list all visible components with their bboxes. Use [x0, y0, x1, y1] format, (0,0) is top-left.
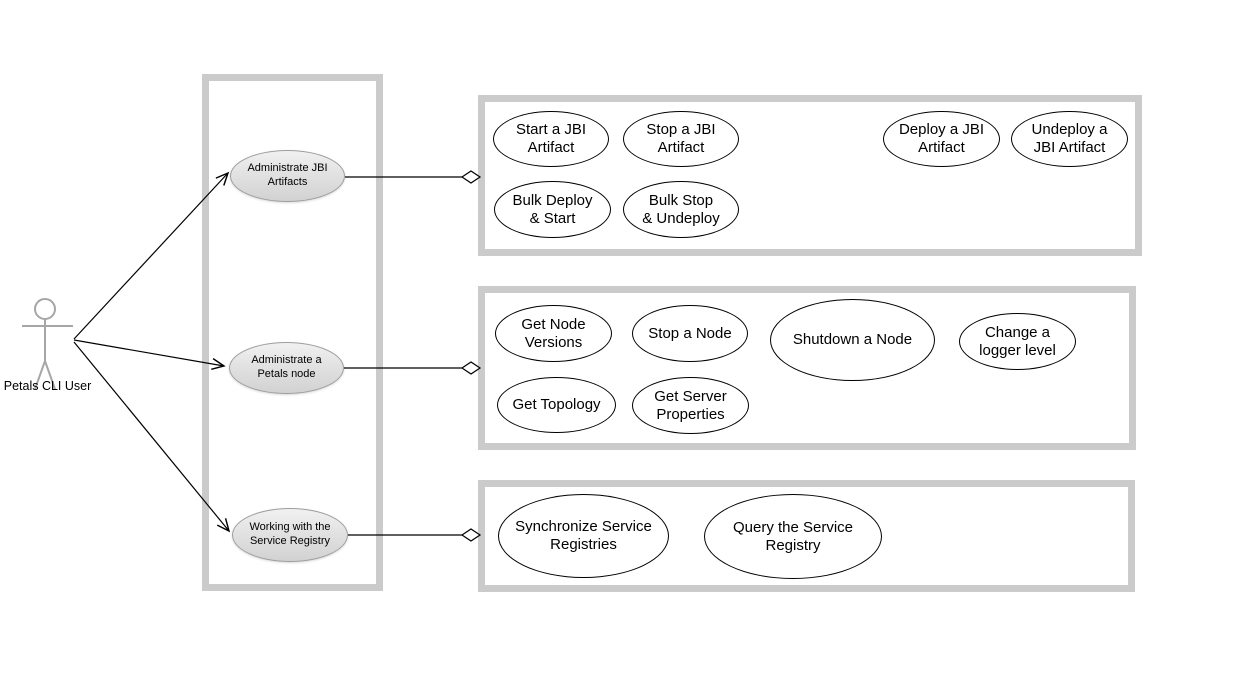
usecase-administrate-jbi-artifacts: Administrate JBI Artifacts	[230, 150, 345, 202]
aggregation-diamond-icon	[460, 170, 482, 184]
usecase-label: Administrate a Petals node	[251, 354, 322, 380]
usecase-label: Working with the Service Registry	[249, 521, 331, 547]
usecase-bulk-stop-undeploy: Bulk Stop & Undeploy	[623, 181, 739, 238]
usecase-shutdown-a-node: Shutdown a Node	[770, 299, 935, 381]
usecase-stop-a-node: Stop a Node	[632, 305, 748, 362]
usecase-change-logger-level: Change a logger level	[959, 313, 1076, 370]
usecase-label: Shutdown a Node	[792, 331, 913, 349]
usecase-start-jbi-artifact: Start a JBI Artifact	[493, 111, 609, 167]
association-actor-registry	[73, 341, 231, 533]
system-boundary-petals-node	[478, 286, 1136, 450]
aggregation-diamond-icon	[460, 361, 482, 375]
usecase-label: Get Topology	[512, 396, 601, 414]
usecase-label: Start a JBI Artifact	[515, 121, 587, 156]
usecase-bulk-deploy-start: Bulk Deploy & Start	[494, 181, 611, 238]
usecase-get-node-versions: Get Node Versions	[495, 305, 612, 362]
usecase-label: Synchronize Service Registries	[515, 518, 652, 553]
usecase-label: Deploy a JBI Artifact	[898, 121, 985, 156]
usecase-get-topology: Get Topology	[497, 377, 616, 433]
usecase-label: Administrate JBI Artifacts	[247, 162, 328, 188]
usecase-synchronize-service-registries: Synchronize Service Registries	[498, 494, 669, 578]
association-actor-jbi	[73, 171, 230, 340]
actor-head-icon	[34, 298, 56, 320]
usecase-label: Stop a JBI Artifact	[646, 121, 716, 156]
aggregation-diamond-icon	[460, 528, 482, 542]
usecase-get-server-properties: Get Server Properties	[632, 377, 749, 434]
association-actor-node	[73, 339, 226, 370]
usecase-label: Change a logger level	[979, 323, 1056, 359]
usecase-label: Query the Service Registry	[732, 518, 854, 554]
actor-figure	[22, 298, 73, 390]
usecase-label: Get Node Versions	[521, 315, 586, 351]
actor-right-leg	[44, 360, 56, 390]
usecase-label: Bulk Stop & Undeploy	[642, 191, 720, 227]
actor-left-leg	[34, 360, 46, 390]
system-boundary-service-registry	[478, 480, 1135, 592]
usecase-administrate-petals-node: Administrate a Petals node	[229, 342, 344, 394]
usecase-query-service-registry: Query the Service Registry	[704, 494, 882, 579]
usecase-label: Undeploy a JBI Artifact	[1031, 121, 1108, 156]
usecase-working-with-service-registry: Working with the Service Registry	[232, 508, 348, 562]
usecase-label: Get Server Properties	[654, 387, 727, 423]
actor-label: Petals CLI User	[3, 379, 92, 393]
usecase-stop-jbi-artifact: Stop a JBI Artifact	[623, 111, 739, 167]
system-boundary-triggers	[202, 74, 383, 591]
usecase-undeploy-jbi-artifact: Undeploy a JBI Artifact	[1011, 111, 1128, 167]
usecase-deploy-jbi-artifact: Deploy a JBI Artifact	[883, 111, 1000, 167]
usecase-label: Bulk Deploy & Start	[512, 191, 593, 227]
usecase-label: Stop a Node	[648, 324, 732, 342]
system-boundary-jbi-artifacts	[478, 95, 1142, 256]
